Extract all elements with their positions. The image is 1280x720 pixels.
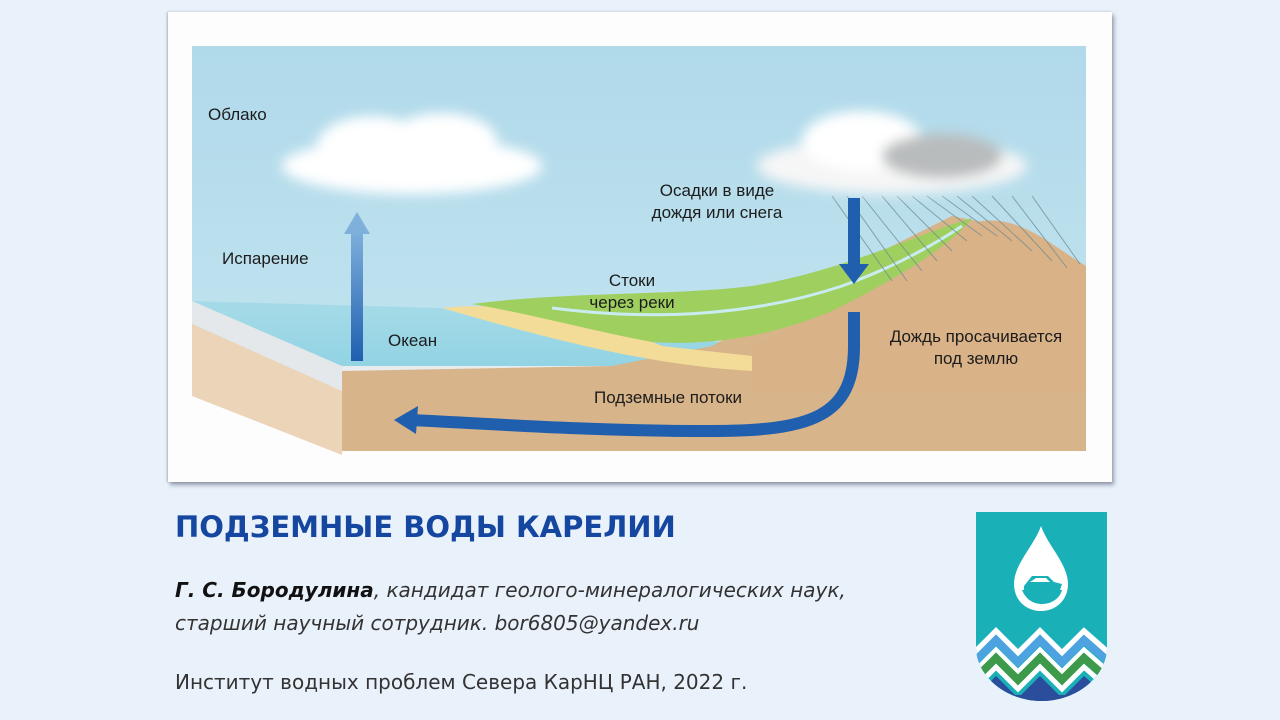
label-groundwater-flow: Подземные потоки: [594, 388, 743, 407]
label-precipitation-line2: дождя или снега: [651, 203, 783, 222]
institute-logo-icon: [976, 512, 1107, 701]
author-position-email: старший научный сотрудник. bor6805@yande…: [175, 611, 700, 635]
label-ocean: Океан: [388, 331, 438, 350]
label-runoff-line1: Стоки: [608, 271, 656, 290]
label-cloud: Облако: [208, 105, 267, 124]
label-evaporation: Испарение: [222, 249, 309, 268]
label-precipitation: Осадки в виде дождя или снега: [612, 180, 822, 224]
author-degree: , кандидат геолого-минералогических наук…: [373, 578, 846, 602]
label-runoff-line2: через реки: [589, 293, 675, 312]
author-info: Г. С. Бородулина, кандидат геолого-минер…: [175, 574, 935, 640]
label-runoff: Стоки через реки: [577, 270, 687, 314]
label-infiltration-line2: под землю: [933, 349, 1019, 368]
label-infiltration-line1: Дождь просачивается: [889, 327, 1063, 346]
diagram-frame: Облако Испарение Океан Осадки в виде дож…: [168, 12, 1112, 482]
label-infiltration: Дождь просачивается под землю: [864, 326, 1086, 370]
page-title: ПОДЗЕМНЫЕ ВОДЫ КАРЕЛИИ: [175, 510, 676, 544]
water-cycle-diagram: Облако Испарение Океан Осадки в виде дож…: [192, 46, 1086, 455]
water-cycle-illustration: [192, 46, 1086, 455]
institution: Институт водных проблем Севера КарНЦ РАН…: [175, 670, 748, 694]
label-precipitation-line1: Осадки в виде: [659, 181, 775, 200]
author-name: Г. С. Бородулина: [175, 578, 374, 602]
